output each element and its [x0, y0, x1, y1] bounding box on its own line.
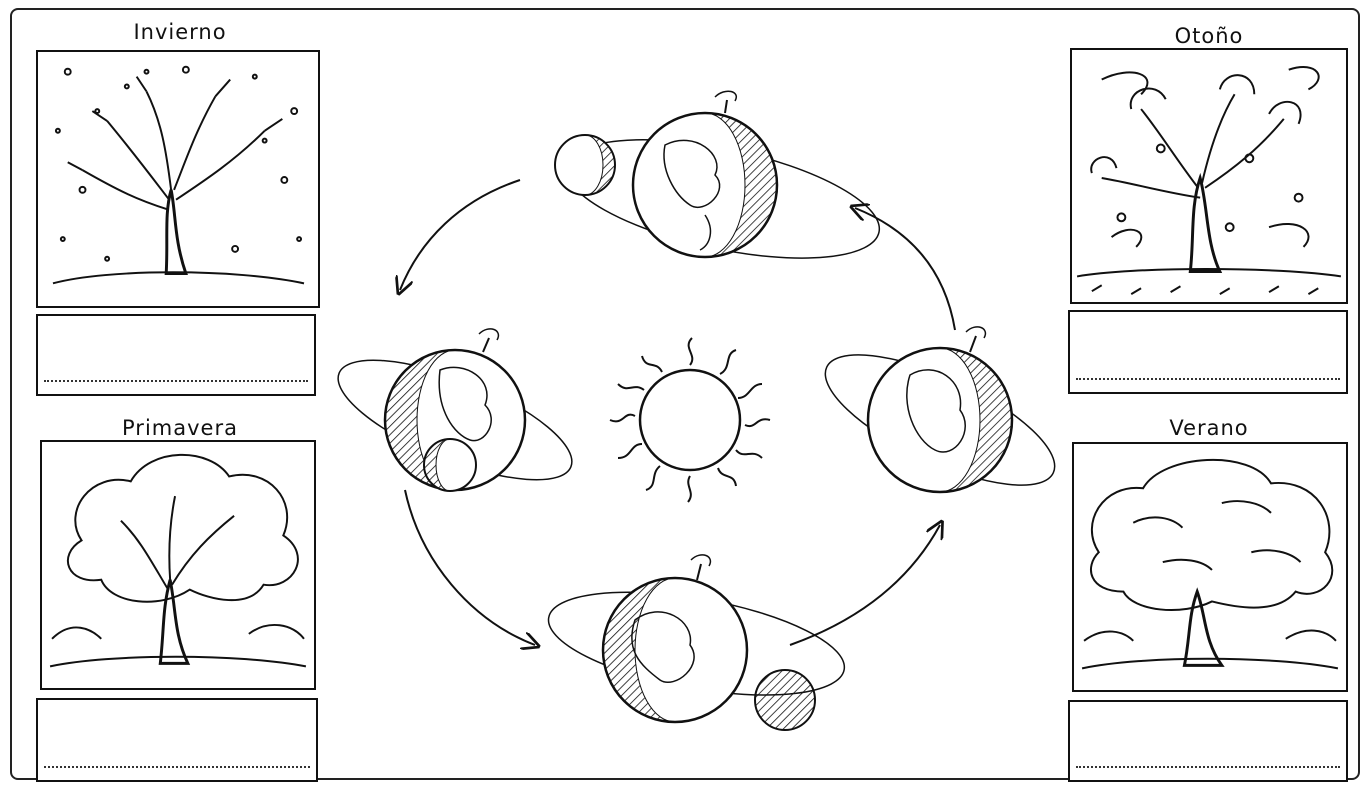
answer-box-winter[interactable] — [36, 314, 316, 396]
autumn-tree-icon — [1072, 50, 1346, 302]
earth-globe-icon — [809, 327, 1060, 511]
writing-line — [44, 380, 308, 382]
winter-tree-picture — [36, 50, 320, 308]
curved-arrow-icon — [405, 490, 535, 645]
full-tree-icon — [1074, 444, 1346, 690]
writing-line — [1076, 766, 1340, 768]
summer-tree-picture — [1072, 442, 1348, 692]
sun-icon — [610, 338, 770, 502]
answer-box-autumn[interactable] — [1068, 310, 1348, 394]
curved-arrow-icon — [400, 180, 520, 290]
leafy-tree-icon — [42, 442, 314, 688]
earth-globe-icon — [324, 329, 586, 504]
writing-line — [44, 766, 310, 768]
season-label-spring: Primavera — [40, 416, 320, 440]
earth-orbit-cycle-diagram — [320, 90, 1060, 740]
curved-arrow-icon — [855, 208, 955, 330]
answer-box-summer[interactable] — [1068, 700, 1348, 782]
spring-tree-picture — [40, 440, 316, 690]
season-label-winter: Invierno — [40, 20, 320, 44]
season-label-autumn: Otoño — [1070, 24, 1348, 48]
earth-globe-icon — [541, 555, 852, 730]
earth-globe-icon — [555, 91, 889, 281]
curved-arrow-icon — [790, 525, 940, 645]
writing-line — [1076, 378, 1340, 380]
season-label-summer: Verano — [1070, 416, 1348, 440]
answer-box-spring[interactable] — [36, 698, 318, 782]
autumn-tree-picture — [1070, 48, 1348, 304]
bare-tree-icon — [38, 52, 318, 306]
